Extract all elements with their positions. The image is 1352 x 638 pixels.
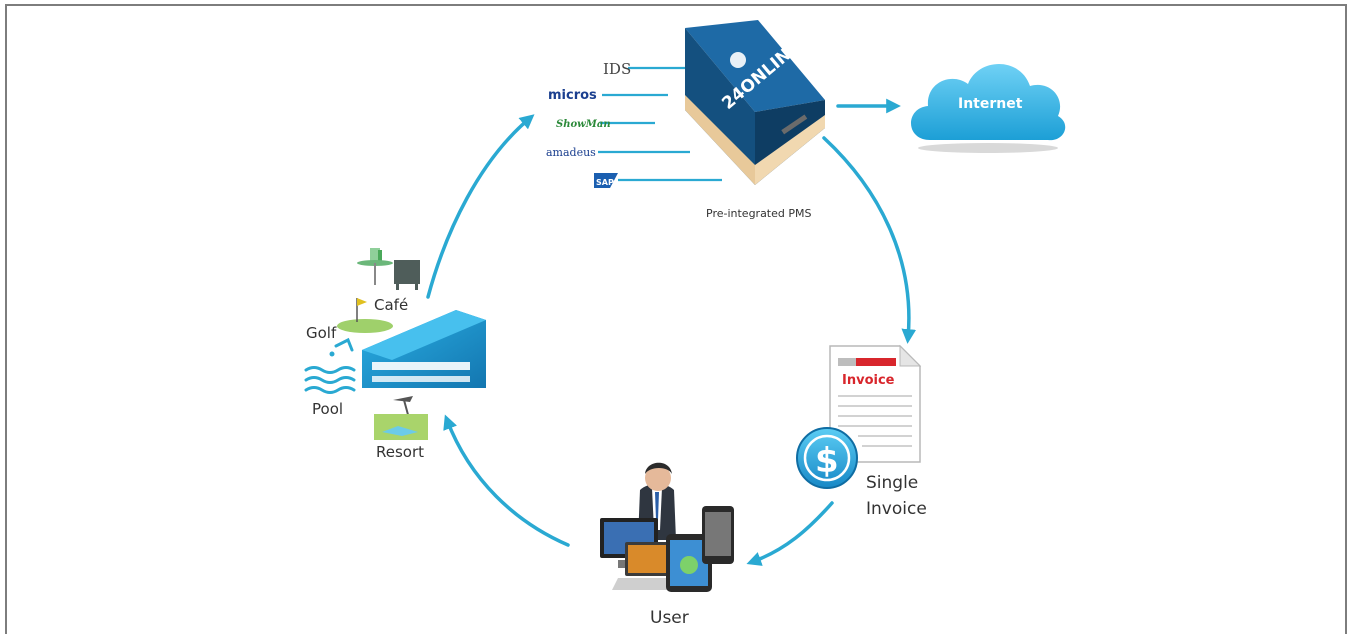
facility-cafe-label: Café (374, 296, 408, 314)
outer-border (5, 4, 1347, 638)
resort-building-icon (362, 310, 486, 388)
cafe-icon (357, 248, 420, 290)
vendor-ids-logo: IDS (603, 60, 631, 78)
arrow-invoice-to-user (746, 501, 834, 566)
pms-connection-lines (598, 66, 722, 182)
internet-cloud: Internet (910, 64, 1066, 153)
facility-pool-label: Pool (312, 400, 343, 418)
device-left-face (685, 28, 755, 185)
invoice-label: Invoice (842, 373, 895, 388)
vendor-showman-logo: ShowMan (556, 119, 611, 130)
arrow-resort-to-pms (426, 114, 535, 299)
resort-icon (374, 396, 428, 440)
pool-icon (304, 337, 356, 394)
vendor-sap-logo: SAP (594, 173, 618, 188)
flow-arrows (426, 98, 917, 566)
device-top-face (685, 20, 825, 112)
arrow-user-to-resort (443, 414, 570, 547)
facility-resort-label: Resort (376, 443, 424, 461)
user-with-devices-icon (600, 462, 734, 592)
dollar-coin-icon: $ (796, 427, 858, 489)
pms-label: Pre-integrated PMS (706, 207, 811, 220)
internet-label: Internet (958, 96, 1023, 112)
svg-text:SAP: SAP (596, 178, 614, 187)
single-invoice-line1: Single (866, 473, 918, 493)
vendor-micros-logo: micros (548, 88, 597, 103)
svg-text:$: $ (815, 441, 839, 481)
user-label: User (650, 608, 689, 628)
pms-device: 24ONLINE (685, 20, 825, 185)
arrow-pms-to-invoice (822, 136, 917, 344)
vendor-amadeus-logo: amadeus (546, 146, 596, 159)
facility-golf-label: Golf (306, 324, 337, 342)
golf-icon (337, 298, 393, 333)
single-invoice-line2: Invoice (866, 499, 927, 519)
